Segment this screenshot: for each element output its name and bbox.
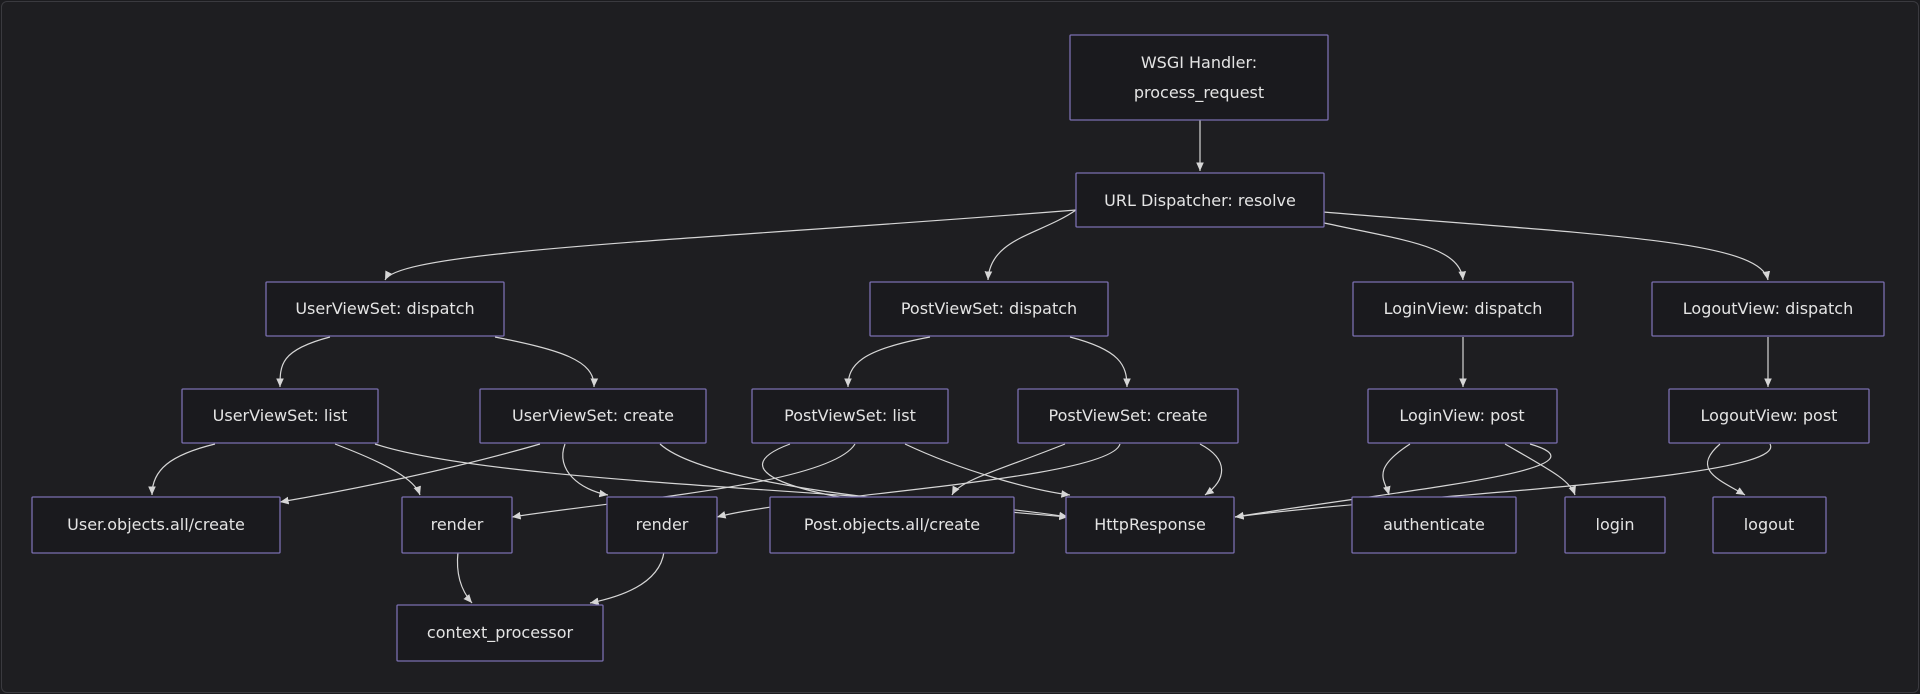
render-node-1: render — [401, 496, 513, 554]
edge-logout-post-http — [1234, 443, 1772, 520]
edge-login-post-login — [1504, 443, 1576, 496]
user-viewset-create-label: UserViewSet: create — [512, 406, 674, 425]
render-label-2: render — [636, 515, 689, 534]
post-viewset-dispatch-node: PostViewSet: dispatch — [869, 281, 1109, 337]
logout-node: logout — [1712, 496, 1827, 554]
render-node-2: render — [606, 496, 718, 554]
render-label-1: render — [431, 515, 484, 534]
nodes: WSGI Handler: process_request URL Dispat… — [31, 34, 1885, 662]
edge-render1-context — [456, 551, 473, 604]
edge-login-post-http — [1234, 443, 1552, 520]
url-dispatcher-node: URL Dispatcher: resolve — [1075, 172, 1325, 228]
user-objects-label: User.objects.all/create — [67, 515, 245, 534]
edge-post-dispatch-create — [1069, 336, 1131, 388]
edge-user-create-objects — [279, 443, 541, 505]
post-objects-label: Post.objects.all/create — [804, 515, 980, 534]
logout-view-dispatch-node: LogoutView: dispatch — [1651, 281, 1885, 337]
edge-post-create-http — [1199, 443, 1223, 496]
edge-user-dispatch-create — [494, 336, 599, 388]
wsgi-handler-node: WSGI Handler: process_request — [1069, 34, 1329, 121]
login-view-dispatch-label: LoginView: dispatch — [1384, 299, 1543, 318]
edge-post-list-http — [904, 443, 1071, 498]
edge-url-logout-dispatch — [1322, 211, 1771, 281]
logout-view-post-node: LogoutView: post — [1668, 388, 1870, 444]
authenticate-label: authenticate — [1383, 515, 1485, 534]
url-dispatcher-label: URL Dispatcher: resolve — [1104, 191, 1296, 210]
edge-post-create-postobj — [951, 443, 1066, 496]
user-viewset-create-node: UserViewSet: create — [479, 388, 707, 444]
edge-url-post-dispatch — [984, 209, 1077, 281]
authenticate-node: authenticate — [1351, 496, 1517, 554]
post-viewset-list-label: PostViewSet: list — [784, 406, 916, 425]
login-view-post-label: LoginView: post — [1399, 406, 1524, 425]
edge-post-dispatch-list — [844, 336, 931, 388]
edge-user-dispatch-list — [276, 336, 331, 388]
post-viewset-list-node: PostViewSet: list — [751, 388, 949, 444]
edge-logout-post-logout — [1706, 443, 1746, 496]
user-viewset-list-node: UserViewSet: list — [181, 388, 379, 444]
post-objects-node: Post.objects.all/create — [769, 496, 1015, 554]
user-objects-node: User.objects.all/create — [31, 496, 281, 554]
login-label: login — [1596, 515, 1635, 534]
wsgi-handler-label-line1: WSGI Handler: — [1141, 53, 1257, 72]
login-node: login — [1564, 496, 1666, 554]
context-processor-label: context_processor — [427, 623, 574, 643]
context-processor-node: context_processor — [396, 604, 604, 662]
post-viewset-create-node: PostViewSet: create — [1017, 388, 1239, 444]
login-view-dispatch-node: LoginView: dispatch — [1352, 281, 1574, 337]
post-viewset-dispatch-label: PostViewSet: dispatch — [901, 299, 1077, 318]
logout-label: logout — [1744, 515, 1795, 534]
logout-view-dispatch-label: LogoutView: dispatch — [1683, 299, 1853, 318]
user-viewset-list-label: UserViewSet: list — [213, 406, 348, 425]
edge-post-list-render1 — [511, 443, 856, 520]
edge-render2-context — [589, 551, 665, 606]
http-response-node: HttpResponse — [1065, 496, 1235, 554]
logout-view-post-label: LogoutView: post — [1701, 406, 1838, 425]
login-view-post-node: LoginView: post — [1367, 388, 1558, 444]
user-viewset-dispatch-node: UserViewSet: dispatch — [265, 281, 505, 337]
user-viewset-dispatch-label: UserViewSet: dispatch — [295, 299, 474, 318]
edge-url-user-dispatch — [384, 209, 1077, 281]
edge-post-create-render2 — [716, 443, 1121, 519]
post-viewset-create-label: PostViewSet: create — [1049, 406, 1208, 425]
wsgi-handler-label-line2: process_request — [1134, 83, 1264, 103]
http-response-label: HttpResponse — [1094, 515, 1206, 534]
edge-login-post-authenticate — [1382, 443, 1411, 496]
edge-user-list-objects — [148, 443, 216, 496]
edge-user-create-render — [562, 443, 609, 498]
edge-url-login-dispatch — [1319, 221, 1467, 281]
edge-user-list-render — [334, 443, 421, 496]
